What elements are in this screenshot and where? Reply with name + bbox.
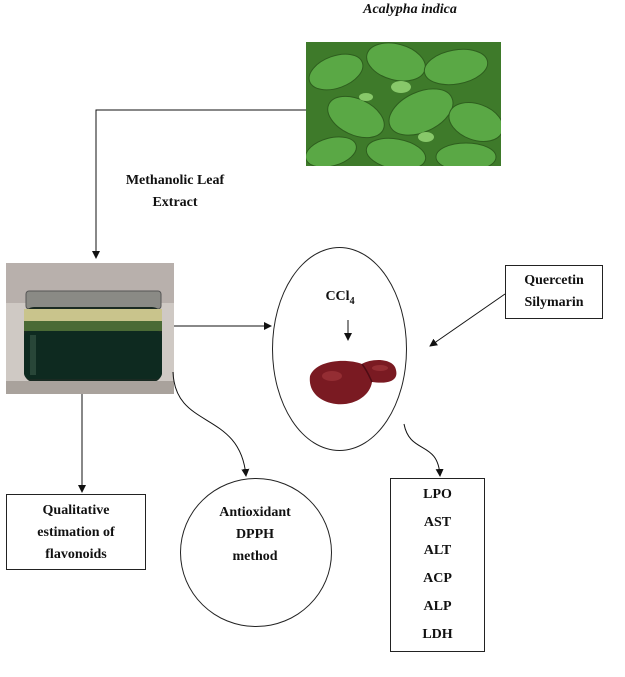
antioxidant-circle [180, 478, 332, 627]
plant-name: Acalypha indica [363, 2, 457, 17]
qualitative-box: Qualitative estimation of flavonoids [6, 494, 146, 570]
plant-image [306, 42, 501, 166]
antioxidant-line3: method [232, 549, 278, 564]
arrow-plant-to-extract [92, 109, 306, 259]
arrow-protectants-to-circle [429, 293, 506, 347]
protectant-silymarin: Silymarin [524, 295, 584, 310]
extract-jar-image [6, 263, 174, 394]
antioxidant-label: Antioxidant DPPH method [190, 502, 320, 568]
antioxidant-line2: DPPH [235, 527, 275, 542]
liver-image [306, 354, 400, 410]
ccl4-subscript: 4 [349, 295, 355, 307]
ccl4-label: CCl4 [310, 286, 370, 313]
markers-box: LPO AST ALT ACP ALP LDH [390, 478, 485, 652]
qualitative-line3: flavonoids [45, 547, 107, 562]
marker-alp: ALP [423, 599, 452, 614]
ccl4-prefix: CCl [325, 289, 350, 304]
extract-label-line2: Extract [152, 195, 198, 210]
arrow-extract-to-antioxidant [172, 371, 250, 477]
marker-ldh: LDH [422, 627, 453, 642]
marker-ast: AST [423, 515, 452, 530]
extract-label-line1: Methanolic Leaf [125, 173, 225, 188]
marker-acp: ACP [423, 571, 452, 586]
ccl4-treatment-circle [272, 247, 407, 451]
protectant-quercetin: Quercetin [524, 273, 584, 288]
marker-lpo: LPO [423, 487, 452, 502]
antioxidant-line1: Antioxidant [219, 505, 291, 520]
arrow-circle-to-markers [403, 423, 444, 477]
protectants-box: Quercetin Silymarin [505, 265, 603, 319]
qualitative-line1: Qualitative [42, 503, 110, 518]
qualitative-line2: estimation of [37, 525, 115, 540]
marker-alt: ALT [423, 543, 452, 558]
extract-label: Methanolic Leaf Extract [100, 170, 250, 214]
